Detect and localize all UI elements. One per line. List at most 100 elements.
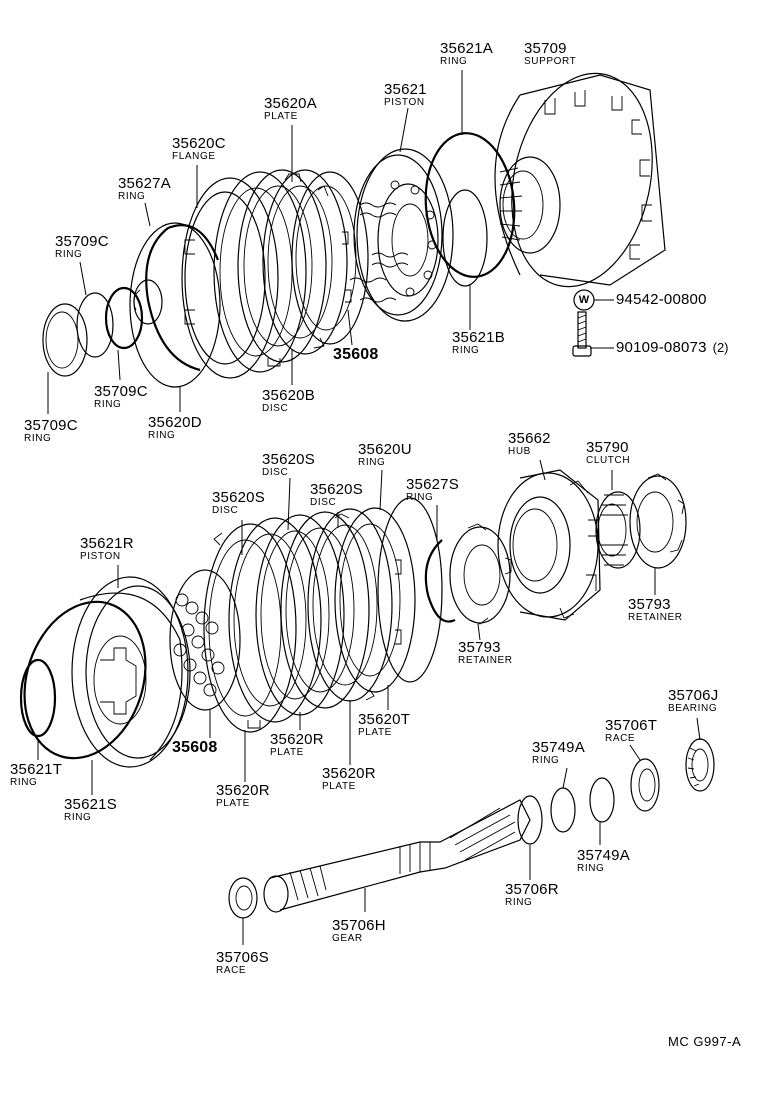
retainer-35793-right xyxy=(629,473,687,569)
part-name: PLATE xyxy=(322,781,356,792)
part-number: 35709C xyxy=(24,417,78,434)
ring-35749a-right xyxy=(589,777,615,823)
bolt-90109 xyxy=(572,311,592,357)
part-number: 35608 xyxy=(172,739,218,756)
plates-middle-stack xyxy=(203,507,416,733)
part-name: RING xyxy=(94,399,122,410)
part-number: 35620C xyxy=(172,135,226,152)
clutch-35790 xyxy=(595,491,641,569)
part-number: 94542-00800 xyxy=(616,291,707,308)
part-name: RING xyxy=(452,345,480,356)
part-name: PLATE xyxy=(216,798,250,809)
part-number: 35620D xyxy=(148,414,202,431)
part-number: 35706H xyxy=(332,917,386,934)
part-number: 35706T xyxy=(605,717,658,734)
part-name: SUPPORT xyxy=(524,56,577,67)
ring-35749a-left xyxy=(550,787,576,833)
part-name: RING xyxy=(532,755,560,766)
part-name: RING xyxy=(358,457,386,468)
part-number: 35620T xyxy=(358,711,411,728)
part-number: 35620S xyxy=(310,481,363,498)
part-number: 35627S xyxy=(406,476,459,493)
part-number: 35627A xyxy=(118,175,171,192)
part-number: 35709 xyxy=(524,40,567,57)
part-number: 35621T xyxy=(10,761,63,778)
part-name: PLATE xyxy=(270,747,304,758)
part-name: RACE xyxy=(605,733,636,744)
part-number: 35620A xyxy=(264,95,317,112)
part-name: HUB xyxy=(508,446,531,457)
part-name: CLUTCH xyxy=(586,455,631,466)
race-35706t xyxy=(630,758,660,812)
part-number: 35621R xyxy=(80,535,134,552)
part-number: 35706J xyxy=(668,687,719,704)
part-name: DISC xyxy=(262,467,289,478)
part-number: 35620B xyxy=(262,387,315,404)
part-name: PISTON xyxy=(80,551,121,562)
part-name: DISC xyxy=(310,497,337,508)
part-number: 35621B xyxy=(452,329,505,346)
part-name: DISC xyxy=(262,403,289,414)
part-number: 35790 xyxy=(586,439,629,456)
part-quantity: (2) xyxy=(712,340,729,355)
part-name: RING xyxy=(406,492,434,503)
part-number: 35621 xyxy=(384,81,427,98)
part-name: BEARING xyxy=(668,703,718,714)
label-94542: 94542-00800 xyxy=(616,292,707,308)
ring-35620u xyxy=(377,497,443,683)
plates-top-stack xyxy=(213,169,369,373)
ring-35621t xyxy=(19,658,57,738)
part-number: 35793 xyxy=(458,639,501,656)
race-35706s xyxy=(228,877,258,919)
part-number: 35709C xyxy=(94,383,148,400)
ring-35621b xyxy=(442,189,488,287)
part-name: DISC xyxy=(212,505,239,516)
bearing-35706j xyxy=(685,738,715,792)
part-name: RING xyxy=(24,433,52,444)
springs-35608-bottom xyxy=(169,569,241,711)
ring-35621s xyxy=(23,600,147,760)
part-number: 35706R xyxy=(505,881,559,898)
ring-35620d xyxy=(129,222,221,388)
part-name: RETAINER xyxy=(628,612,683,623)
part-number: 35620S xyxy=(262,451,315,468)
part-name: GEAR xyxy=(332,933,363,944)
snap-ring-35627a xyxy=(145,223,220,372)
part-name: RING xyxy=(10,777,38,788)
part-number: 35749A xyxy=(577,847,630,864)
piston-35621 xyxy=(353,148,454,322)
leader-lines xyxy=(37,70,701,945)
label-90109: 90109-08073 (2) xyxy=(616,340,729,356)
part-name: RACE xyxy=(216,965,247,976)
figure-code: MC G997-A xyxy=(668,1034,742,1049)
part-name: RING xyxy=(55,249,83,260)
flange-35620c xyxy=(181,177,279,379)
part-number: 90109-08073 xyxy=(616,339,707,356)
part-number: 35662 xyxy=(508,430,551,447)
piston-35621r xyxy=(71,576,191,768)
part-number: 35706S xyxy=(216,949,269,966)
